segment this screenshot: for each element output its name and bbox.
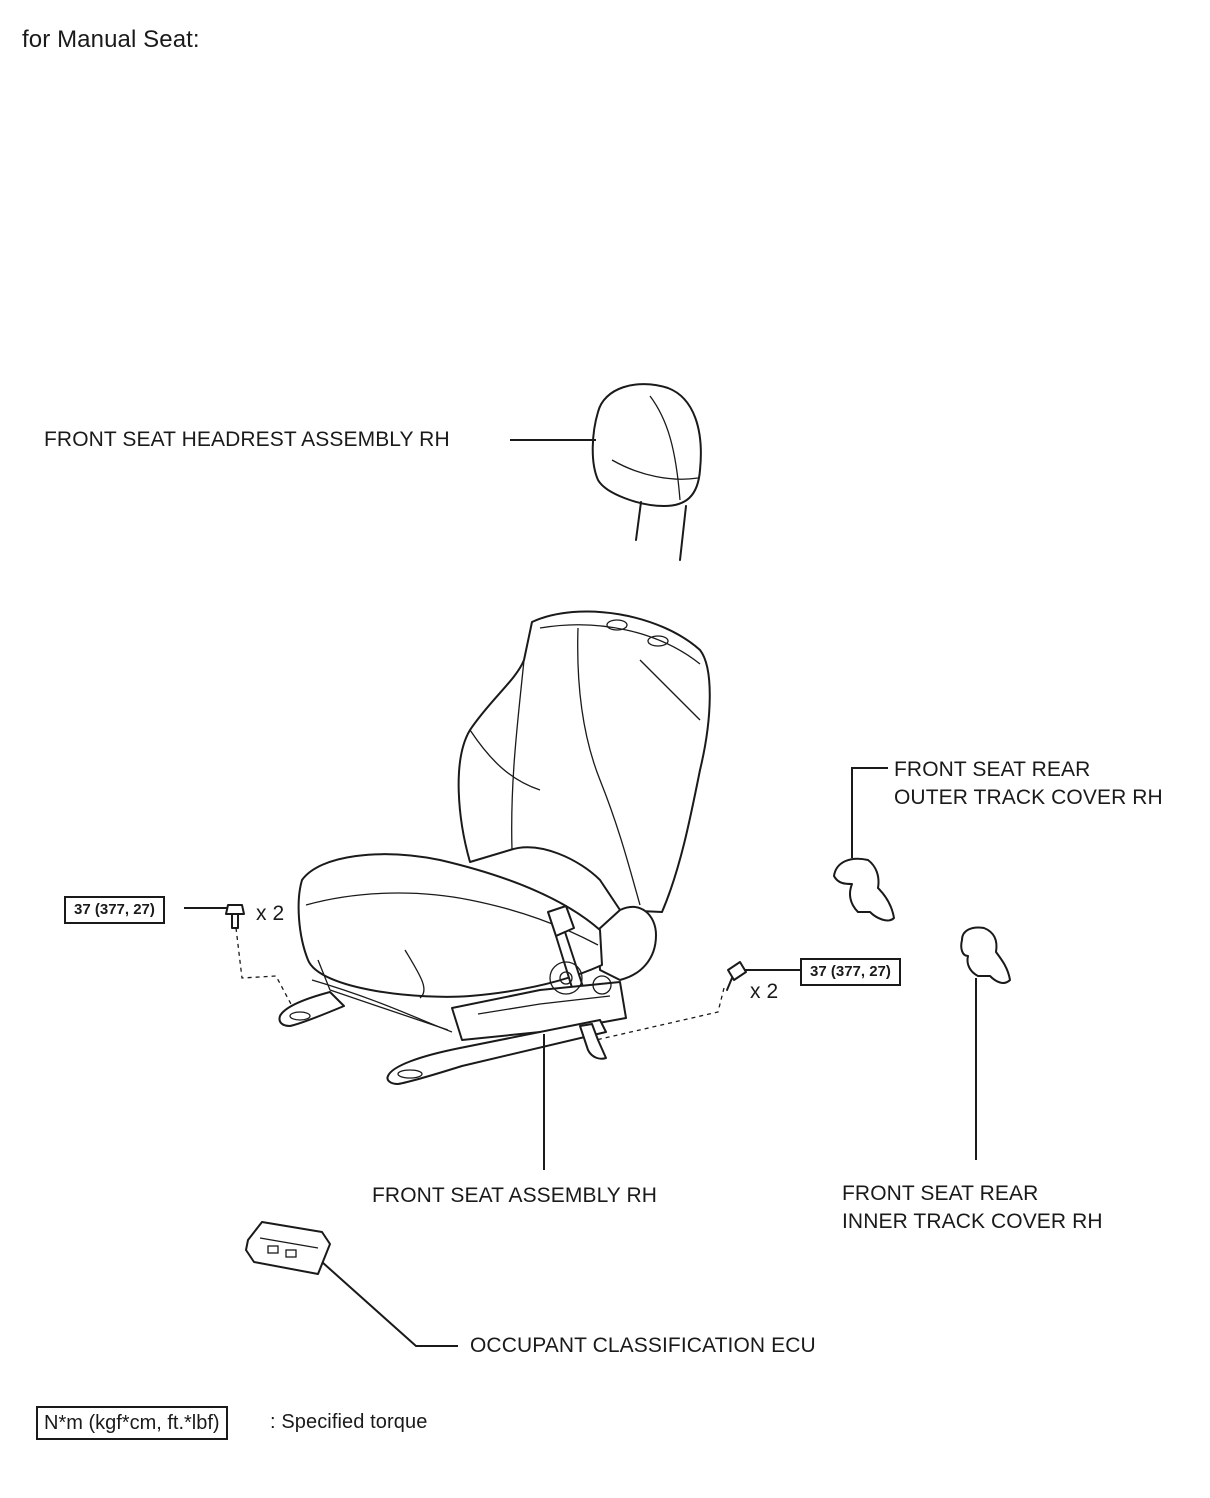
torque-legend-unit: N*m (kgf*cm, ft.*lbf) [36,1406,228,1440]
inner-track-cover-label-line1: FRONT SEAT REAR [842,1182,1039,1205]
inner-track-cover-label-line2: INNER TRACK COVER RH [842,1210,1103,1233]
left-bolt-icon [225,904,245,929]
headrest-label: FRONT SEAT HEADREST ASSEMBLY RH [44,428,450,451]
left-bolt-quantity: x 2 [256,902,285,925]
right-bolt-icon [726,961,747,991]
ecu-illustration [245,1221,331,1275]
outer-track-cover-label-line2: OUTER TRACK COVER RH [894,786,1163,809]
inner-track-cover-illustration [960,926,1011,984]
diagram-title: for Manual Seat: [22,26,200,53]
outer-track-cover-label: FRONT SEAT REAR OUTER TRACK COVER RH [894,756,1163,812]
outer-track-cover-illustration [833,857,895,922]
ecu-label: OCCUPANT CLASSIFICATION ECU [470,1334,816,1357]
inner-track-cover-label: FRONT SEAT REAR INNER TRACK COVER RH [842,1180,1103,1236]
left-torque-spec: 37 (377, 27) [64,896,165,924]
outer-track-cover-label-line1: FRONT SEAT REAR [894,758,1091,781]
headrest-illustration [591,383,702,561]
right-bolt-quantity: x 2 [750,980,779,1003]
right-torque-spec: 37 (377, 27) [800,958,901,986]
seat-assembly-label: FRONT SEAT ASSEMBLY RH [372,1184,658,1207]
torque-legend-description: : Specified torque [270,1411,428,1433]
front-seat-illustration [278,610,711,1085]
